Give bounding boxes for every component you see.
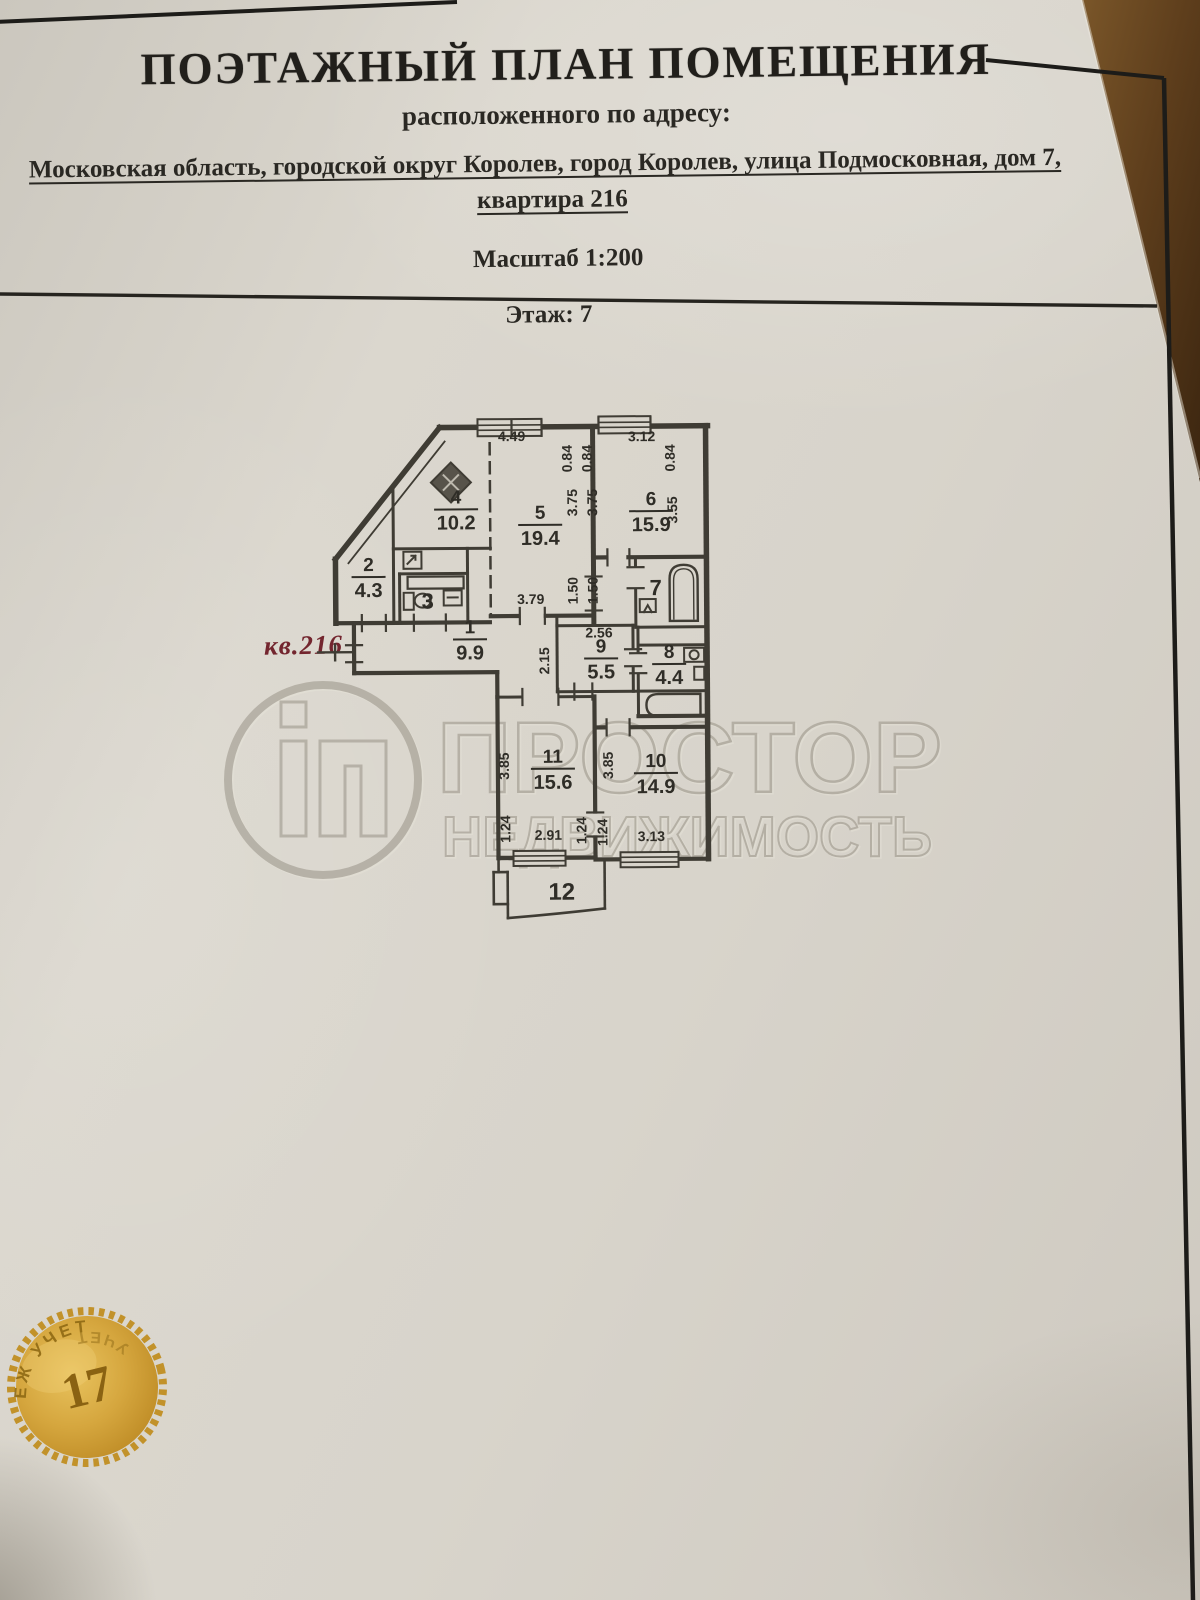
watermark-monogram-dot	[279, 700, 308, 729]
room-number: 12	[548, 879, 575, 906]
watermark-monogram-p	[318, 739, 388, 838]
seal-scalloped-edge	[7, 1307, 167, 1467]
seal: ЕЖ УЧЕТ УЧЕТ 17	[0, 1307, 167, 1467]
separator-rule	[0, 292, 1158, 308]
room-number: 10	[645, 751, 666, 772]
room-area: 9.9	[456, 642, 484, 664]
dimension-label: 1.24	[573, 817, 589, 845]
diagonal-wall-inner-line	[347, 440, 446, 565]
dimension-label: 3.75	[564, 489, 580, 517]
seal-body	[16, 1316, 158, 1458]
watermark-word1-emboss: ПРОСТОР	[439, 704, 944, 816]
room-area: 4.3	[355, 580, 383, 602]
sink-room7-icon	[638, 598, 657, 614]
sink-room3-icon	[442, 589, 463, 607]
watermark-monogram-bar	[279, 739, 308, 838]
bathtub-room8-icon	[645, 692, 702, 718]
dimension-label: 1.50	[585, 577, 601, 605]
dimension-label: 4.49	[498, 428, 526, 444]
sink-room8-icon	[683, 646, 706, 663]
room-number: 8	[664, 642, 675, 663]
plan-labels: 4 10.2 5 19.4 6 15.9 2 4.3 3 7 1 9.9 9 5.5 8 4.4 11 15.6 1…	[351, 428, 687, 906]
window-glazing-lines	[476, 421, 680, 864]
room-number: 5	[535, 503, 546, 524]
dimension-label: 0.84	[579, 445, 595, 473]
dimension-label: 2.91	[535, 827, 563, 843]
kitchen-counter	[406, 575, 465, 590]
balcony-outline	[492, 856, 607, 920]
room-area: 5.5	[587, 661, 615, 683]
room-area: 14.9	[636, 776, 675, 798]
room-number: 1	[465, 617, 476, 638]
dimension-label: 3.55	[664, 496, 680, 524]
room-area: 19.4	[521, 528, 561, 550]
room-number: 7	[649, 575, 661, 600]
entry-pointer	[316, 643, 354, 662]
watermark-logo-circle	[224, 681, 422, 879]
room-area: 15.6	[533, 772, 572, 794]
dimension-label: 3.79	[517, 591, 545, 607]
dimension-label: 3.85	[496, 752, 512, 780]
watermark-word1: ПРОСТОР	[437, 702, 942, 814]
dimension-label: 3.75	[584, 489, 600, 517]
room-area: 15.9	[632, 514, 671, 536]
dimension-label: 1.50	[565, 577, 581, 605]
dimension-label: 0.84	[559, 445, 575, 473]
fixture-room8-icon	[693, 665, 706, 681]
floor-plan: 4 10.2 5 19.4 6 15.9 2 4.3 3 7 1 9.9 9 5.5 8 4.4 11 15.6 1…	[316, 415, 712, 920]
dimension-label: 3.12	[628, 428, 656, 444]
room-number: 3	[422, 589, 434, 614]
tick-marks	[344, 415, 652, 838]
cabinet-icon	[402, 550, 423, 570]
dimension-label: 3.85	[600, 751, 616, 779]
dimension-label: 0.84	[662, 444, 678, 472]
dimension-label: 3.13	[638, 828, 666, 844]
vent-shaft-diamond	[429, 461, 473, 504]
room-number: 11	[543, 747, 564, 768]
toilet-icon	[402, 591, 432, 611]
room-number: 9	[596, 636, 607, 657]
dimension-label: 2.56	[585, 624, 613, 640]
dimension-label: 1.24	[497, 815, 513, 843]
dashed-partition	[488, 441, 493, 618]
bathtub-room7-icon	[668, 563, 700, 623]
room-number: 4	[451, 487, 462, 508]
dimension-label: 1.24	[594, 819, 610, 847]
room-area: 4.4	[655, 667, 684, 689]
watermark: ПРОСТОР НЕДВИЖИМОСТЬ ПРОСТОР НЕДВИЖИМОСТ…	[224, 681, 945, 881]
room-number: 6	[646, 489, 657, 510]
room-area: 10.2	[437, 512, 476, 534]
room-number: 2	[363, 555, 374, 576]
dimension-label: 2.15	[536, 647, 552, 675]
